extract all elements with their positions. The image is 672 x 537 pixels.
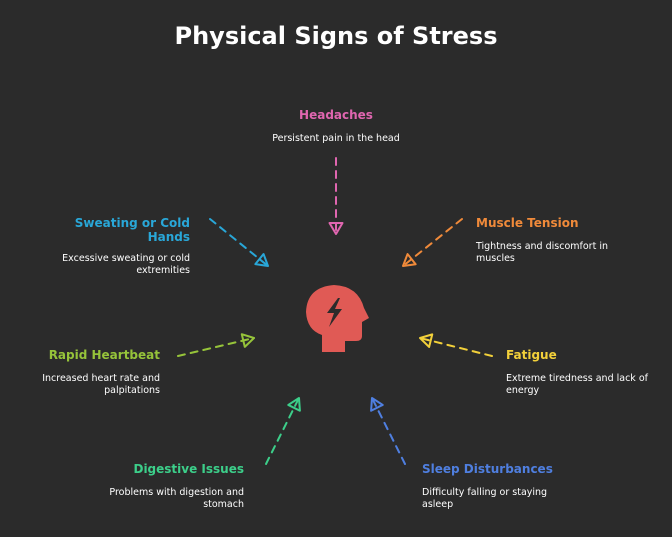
arrow-heartbeat [177, 333, 255, 357]
arrow-head [287, 397, 301, 412]
arrow-fatigue [419, 333, 493, 357]
arrow-line [209, 218, 269, 267]
arrow-head [402, 253, 417, 267]
lightning-icon [327, 298, 342, 327]
desc-digestive-issues: Problems with digestion and stomach [109, 487, 244, 510]
head-with-lightning-icon [306, 285, 369, 352]
arrow-line [402, 218, 463, 267]
desc-rapid-heartbeat: Increased heart rate and palpitations [42, 373, 160, 396]
desc-sweating-cold-hands: Excessive sweating or cold extremities [62, 253, 190, 276]
arrow-line [177, 337, 255, 357]
label-sweating-cold-hands: Sweating or Cold Hands [74, 216, 190, 244]
arrow-line [265, 397, 300, 465]
center-icon [306, 285, 369, 352]
label-digestive-issues: Digestive Issues [133, 462, 244, 476]
arrow-muscle [402, 218, 463, 267]
label-muscle-tension: Muscle Tension [476, 216, 579, 230]
arrow-head [328, 222, 344, 235]
arrow-head [240, 333, 255, 348]
arrow-headaches [328, 157, 344, 235]
arrow-digestive [265, 397, 301, 465]
arrow-sleep [370, 397, 406, 465]
arrow-head [254, 253, 269, 267]
arrow-line [419, 337, 493, 357]
label-rapid-heartbeat: Rapid Heartbeat [48, 348, 160, 362]
arrow-head [419, 333, 434, 348]
desc-fatigue: Extreme tiredness and lack of energy [506, 373, 648, 396]
arrow-line [371, 397, 406, 465]
desc-sleep-disturbances: Difficulty falling or staying asleep [422, 487, 548, 510]
arrow-head [370, 397, 384, 412]
page-title: Physical Signs of Stress [174, 22, 498, 50]
label-sleep-disturbances: Sleep Disturbances [422, 462, 553, 476]
desc-muscle-tension: Tightness and discomfort in muscles [476, 241, 608, 264]
desc-headaches: Persistent pain in the head [272, 133, 400, 144]
label-headaches: Headaches [299, 108, 373, 122]
label-fatigue: Fatigue [506, 348, 557, 362]
arrow-sweating [209, 218, 269, 267]
